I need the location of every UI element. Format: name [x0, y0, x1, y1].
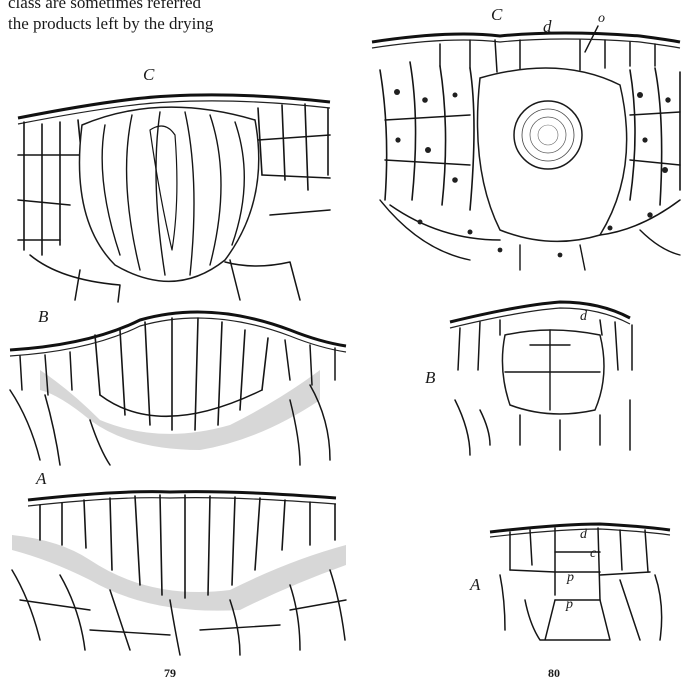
- fig79-a-epidermis-line: [28, 498, 336, 506]
- fig80-panel-c-label-o: o: [598, 11, 605, 26]
- fig80-a-epidermal-cells: [510, 528, 648, 600]
- figure-79: C B: [10, 65, 346, 680]
- fig79-c-right-cell-walls: [258, 135, 330, 215]
- fig79-b-side-cells: [20, 340, 335, 395]
- fig80-panel-b-label-d: d: [580, 309, 588, 324]
- fig79-b-epidermis-line: [10, 318, 346, 356]
- fig80-panel-c-label: C: [491, 5, 503, 24]
- fig79-panel-a-label: A: [35, 469, 47, 488]
- fig79-b-stippled-layer: [40, 370, 320, 450]
- fig80-panel-b-label: B: [425, 368, 436, 387]
- fig79-c-gland-body: [79, 107, 258, 281]
- fig80-b-epidermis-line: [450, 308, 630, 328]
- fig80-panel-b: B d c: [425, 302, 632, 455]
- fig80-b-cuticle: [450, 302, 630, 322]
- fig79-panel-c-label: C: [143, 65, 155, 84]
- fig80-a-lower-cells: [500, 575, 662, 640]
- fig80-panel-c: C d o: [372, 5, 680, 270]
- fig79-panel-b: B: [10, 307, 346, 465]
- fig80-c-oil-cavity: [514, 101, 582, 169]
- fig80-c-top-cells: [440, 40, 655, 72]
- fig80-c-cuticle: [372, 33, 680, 42]
- fig79-a-cuticle: [28, 492, 336, 500]
- fig79-c-left-cell-walls: [18, 155, 82, 240]
- fig80-panel-a: A d c p p: [469, 524, 670, 640]
- figure-80: C d o: [372, 5, 680, 680]
- fig79-a-stippled-layer: [12, 535, 346, 611]
- fig79-b-cuticle: [10, 312, 346, 350]
- fig79-c-left-cells: [24, 120, 82, 255]
- fig79-number: 79: [164, 666, 176, 680]
- fig80-panel-a-label: A: [469, 575, 481, 594]
- fig79-b-gland-columns: [95, 318, 268, 430]
- fig80-number: 80: [548, 666, 560, 680]
- fig79-panel-c: C: [18, 65, 330, 302]
- fig80-c-epidermis-line: [372, 39, 680, 48]
- fig79-panel-b-label: B: [38, 307, 49, 326]
- fig79-panel-a: A: [12, 469, 346, 655]
- fig80-panel-a-label-c: c: [590, 546, 597, 561]
